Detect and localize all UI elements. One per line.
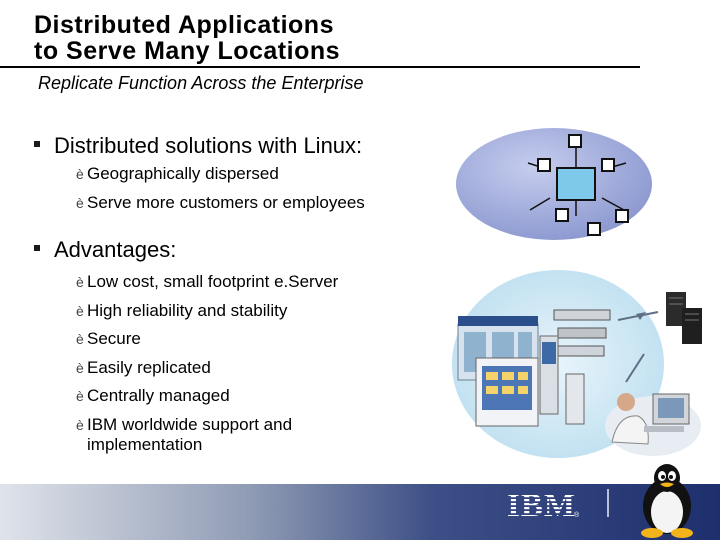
title-line-2: to Serve Many Locations <box>34 37 341 65</box>
sub-item-label: IBM worldwide support and <box>87 415 293 434</box>
store-server-scene-icon <box>452 270 702 458</box>
arrow-bullet-icon: è <box>76 166 84 182</box>
linux-penguin-icon <box>641 464 693 538</box>
ibm-registered-mark: ® <box>574 512 580 519</box>
sub-item-label: Centrally managed <box>87 386 230 405</box>
sub-item-label: Geographically dispersed <box>87 164 279 183</box>
arrow-bullet-icon: è <box>76 274 84 290</box>
footer-separator <box>607 489 609 517</box>
bullet-square-icon <box>34 141 40 148</box>
ibm-logo-text: IBM <box>507 488 576 521</box>
slide-subtitle: Replicate Function Across the Enterprise <box>38 73 364 93</box>
network-diagram-icon <box>456 128 652 240</box>
sub-item-label: Serve more customers or employees <box>87 193 365 212</box>
arrow-bullet-icon: è <box>76 417 84 433</box>
sub-item-label: Secure <box>87 329 141 348</box>
sub-item-label: High reliability and stability <box>87 301 288 320</box>
sub-item-label: Easily replicated <box>87 358 211 377</box>
bullet-distributed: Distributed solutions with Linux: <box>34 133 362 159</box>
sub-item-continuation: implementation <box>87 435 203 454</box>
bullet-advantages: Advantages: <box>34 237 176 263</box>
ibm-logo: IBM <box>507 488 576 521</box>
bullet-label: Advantages: <box>54 237 177 262</box>
sub-item-label: Low cost, small footprint e.Server <box>87 272 339 291</box>
arrow-bullet-icon: è <box>76 388 84 404</box>
arrow-bullet-icon: è <box>76 303 84 319</box>
slide-title: Distributed Applications to Serve Many L… <box>34 12 474 64</box>
title-rule <box>0 66 640 68</box>
bullet-label: Distributed solutions with Linux: <box>54 133 363 158</box>
arrow-bullet-icon: è <box>76 331 84 347</box>
bullet-square-icon <box>34 245 40 252</box>
arrow-bullet-icon: è <box>76 360 84 376</box>
footer-band <box>0 484 720 540</box>
title-line-1: Distributed Applications <box>34 11 334 39</box>
arrow-bullet-icon: è <box>76 195 84 211</box>
